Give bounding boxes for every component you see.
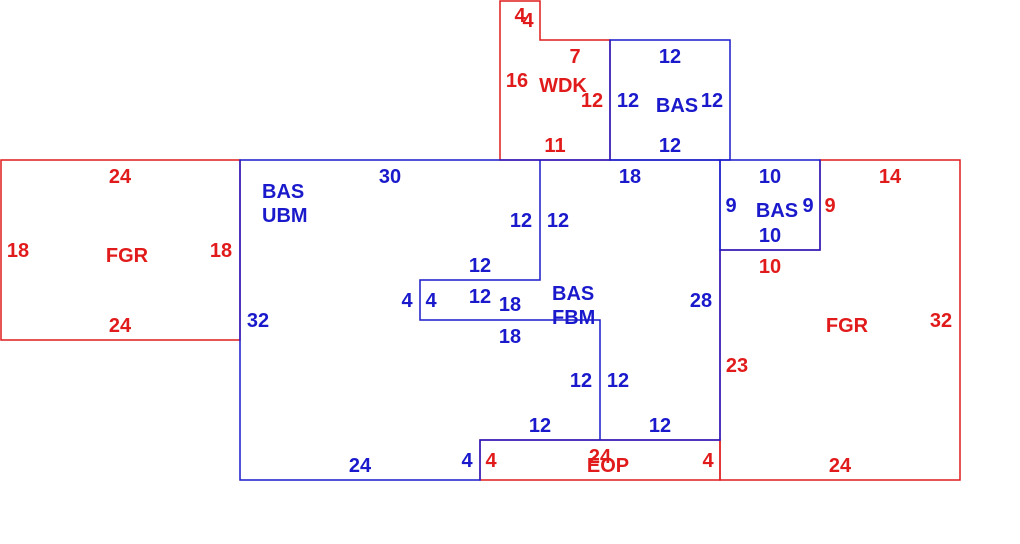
dim-main-top-right: 18 [619, 166, 641, 188]
dim-eop-top: 24 [589, 446, 612, 468]
dim-bas-right-right: 9 [802, 195, 813, 217]
dim-wdk-top: 7 [569, 46, 580, 68]
dim-bas-top-bottom: 12 [659, 135, 681, 157]
bas-top-label: BAS [656, 95, 698, 117]
eop-label: EOP [587, 455, 629, 477]
dim-fgr-right-left-notch: 9 [824, 195, 835, 217]
dim-fgr-right-bottom: 24 [829, 455, 852, 477]
dim-main-right: 28 [690, 290, 712, 312]
dim-step-left-inner: 4 [425, 290, 437, 312]
dim-main-bottom: 24 [349, 455, 372, 477]
bas-ubm-label: BAS [262, 181, 304, 203]
bas-right-label: BAS [756, 200, 798, 222]
dim-main-left: 32 [247, 310, 269, 332]
dim-fgr-right-left: 23 [726, 355, 748, 377]
wdk-label: WDK [539, 75, 587, 97]
dim-fbm-bottom-right: 12 [649, 415, 671, 437]
dim-fbm-right: 12 [607, 370, 629, 392]
dim-fbm-bottom-left: 12 [529, 415, 551, 437]
dim-fgr-right-top: 14 [879, 166, 902, 188]
dim-step-mid: 12 [469, 286, 491, 308]
dim-bas-right-top: 10 [759, 166, 781, 188]
dim-fgr-left-right: 18 [210, 240, 232, 262]
dim-fgr-right-right: 32 [930, 310, 952, 332]
fbm-label: FBM [552, 307, 595, 329]
dim-fgr-right-inner-top: 10 [759, 256, 781, 278]
dim-fgr-left-bottom: 24 [109, 315, 132, 337]
dim-wdk-bottom: 11 [544, 135, 565, 157]
main-bas-outline [239, 159, 721, 481]
fgr-right-label: FGR [826, 315, 869, 337]
dim-bas-top-top: 12 [659, 46, 681, 68]
dim-notch-left: 12 [510, 210, 532, 232]
dim-wdk-right: 12 [581, 90, 603, 112]
dim-notch-right: 12 [547, 210, 569, 232]
dim-fbm-left: 12 [570, 370, 592, 392]
interior-divider [419, 160, 601, 440]
dim-bas-right-bottom: 10 [759, 225, 781, 247]
dim-step-mid2: 18 [499, 294, 521, 316]
dim-eop-right: 4 [702, 450, 714, 472]
dim-step-left-outer: 4 [401, 290, 413, 312]
fgr-left-label: FGR [106, 245, 149, 267]
dim-bas-top-right: 12 [701, 90, 723, 112]
dim-main-bottom-right: 4 [461, 450, 473, 472]
dim-eop-left: 4 [485, 450, 497, 472]
dim-wdk-notch-a: 4 [514, 5, 526, 27]
dim-wdk-notch-b: 4 [522, 10, 534, 32]
dim-bas-right-left: 9 [725, 195, 736, 217]
ubm-label: UBM [262, 205, 308, 227]
dim-fgr-left-top: 24 [109, 166, 132, 188]
dim-step-bottom: 18 [499, 326, 521, 348]
dim-bas-top-left: 12 [617, 90, 639, 112]
dim-main-top: 30 [379, 166, 401, 188]
dim-step-top: 12 [469, 255, 491, 277]
dim-fgr-left-left: 18 [7, 240, 29, 262]
dim-wdk-left: 16 [506, 70, 528, 92]
bas-fbm-label: BAS [552, 283, 594, 305]
